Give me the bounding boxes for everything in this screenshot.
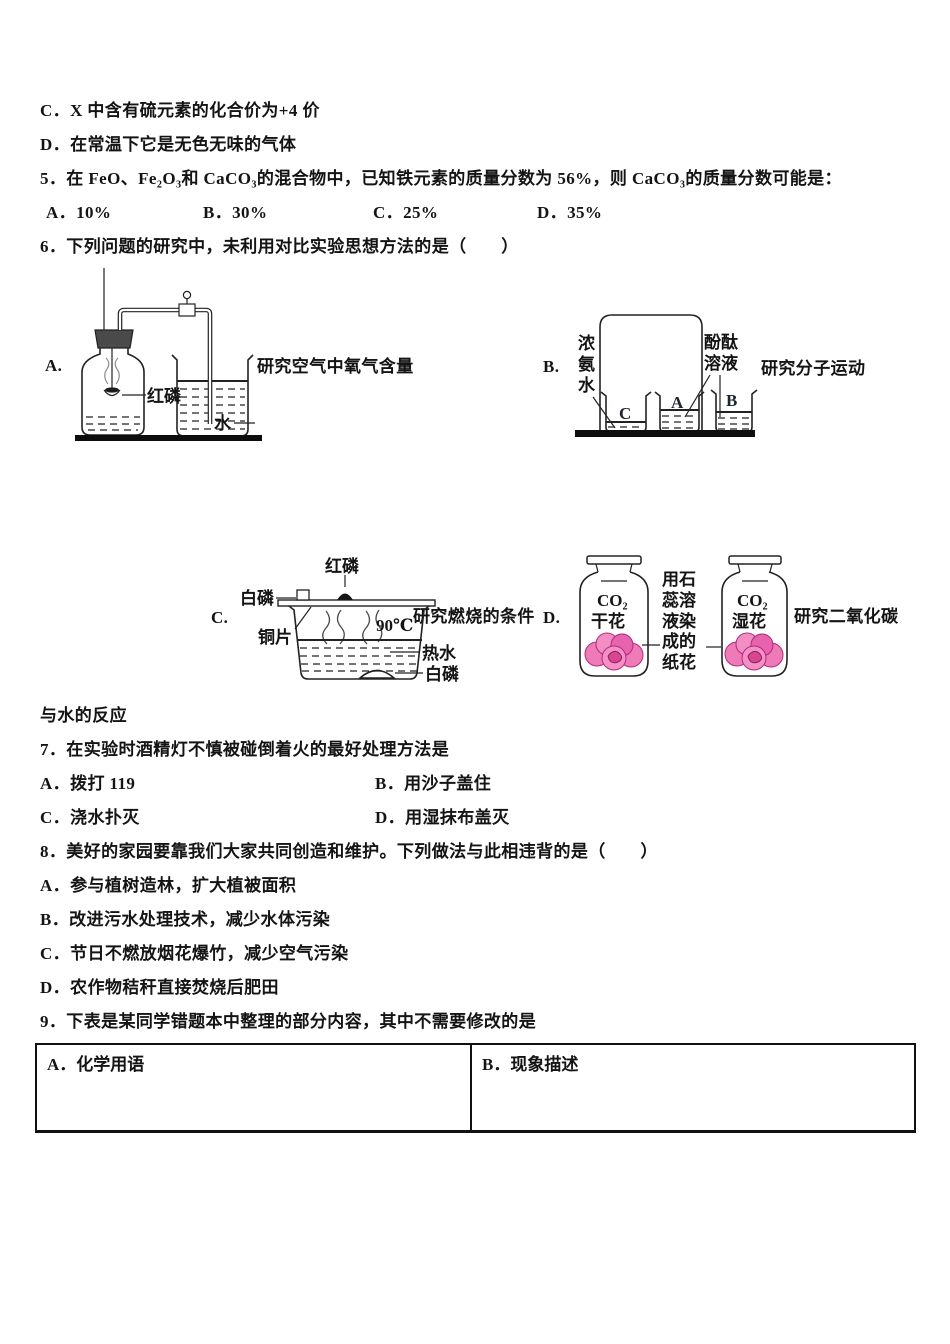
rubber-stopper bbox=[94, 329, 134, 349]
diagram-combustion-conditions: 红磷 白磷 铜片 90℃ 热水 白磷 bbox=[240, 556, 460, 684]
q5-option-b: B．30% bbox=[203, 203, 268, 222]
q9-table: A．化学用语 B．现象描述 bbox=[35, 1043, 916, 1133]
white-phosphorus-water-label: 白磷 bbox=[425, 664, 460, 684]
white-phosphorus-label: 白磷 bbox=[240, 588, 275, 608]
hot-water-label: 热水 bbox=[422, 643, 457, 663]
q6-option-c-letter: C. bbox=[211, 608, 229, 627]
red-phosphorus-label: 红磷 bbox=[147, 386, 182, 406]
gas-bottle bbox=[81, 268, 145, 436]
dry-paper-flower bbox=[584, 632, 644, 671]
dry-flower-bottle bbox=[579, 555, 649, 677]
white-phosphorus-in-water bbox=[357, 669, 397, 679]
litmus-note-label: 用石蕊溶液染成的纸花 bbox=[662, 570, 696, 673]
inverted-jar bbox=[599, 314, 703, 432]
q5-option-d: D．35% bbox=[537, 203, 603, 222]
copper-sheet-label: 铜片 bbox=[258, 627, 292, 647]
dry-flower-label: 干花 bbox=[591, 611, 625, 631]
phenolphthalein-label: 酚酞溶液 bbox=[704, 333, 738, 373]
q6-option-b-letter: B. bbox=[543, 357, 560, 376]
q7-stem: 7．在实验时酒精灯不慎被碰倒着火的最好处理方法是 bbox=[40, 740, 450, 759]
beaker-b-label: B bbox=[726, 391, 737, 410]
co2-label-dry: CO₂ bbox=[597, 591, 628, 610]
water-beaker bbox=[171, 354, 254, 437]
q6-option-c-caption: 研究燃烧的条件 bbox=[413, 607, 535, 626]
wet-flower-label: 湿花 bbox=[732, 611, 766, 631]
red-phosphorus-mound bbox=[337, 593, 353, 600]
beaker-c: C bbox=[600, 391, 652, 433]
q6-option-a-letter: A. bbox=[45, 356, 63, 375]
q7-option-d: D．用湿抹布盖灭 bbox=[375, 808, 510, 827]
ammonia-label: 浓氨水 bbox=[578, 334, 595, 395]
q7-option-a: A．拨打 119 bbox=[40, 774, 136, 793]
temperature-label: 90℃ bbox=[376, 616, 413, 635]
q6-option-d-caption: 研究二氧化碳 bbox=[794, 607, 899, 626]
q6-option-b-caption: 研究分子运动 bbox=[761, 359, 866, 378]
q8-option-a: A．参与植树造林，扩大植被面积 bbox=[40, 876, 297, 895]
co2-label-wet: CO₂ bbox=[737, 591, 768, 610]
q8-option-b: B．改进污水处理技术，减少水体污染 bbox=[40, 910, 331, 929]
valve-body bbox=[178, 303, 196, 317]
copper-sheet bbox=[277, 599, 436, 607]
prior-option-c: C．X 中含有硫元素的化合价为+4 价 bbox=[40, 101, 320, 120]
q8-option-d: D．农作物秸秆直接焚烧后肥田 bbox=[40, 978, 279, 997]
q8-option-c: C．节日不燃放烟花爆竹，减少空气污染 bbox=[40, 944, 349, 963]
beaker-a-label: A bbox=[671, 393, 684, 412]
q7-option-c: C．浇水扑灭 bbox=[40, 808, 140, 827]
diagram-oxygen-content-apparatus: 红磷 水 bbox=[75, 268, 262, 441]
bottle-lid bbox=[586, 555, 642, 565]
q9-table-cell-a: A．化学用语 bbox=[37, 1045, 472, 1130]
wet-flower-bottle bbox=[721, 555, 788, 677]
diagram-co2-flowers: CO₂ 干花 CO₂ 湿花 bbox=[579, 555, 788, 677]
red-phosphorus-label: 红磷 bbox=[325, 556, 360, 576]
beaker-b: B bbox=[710, 389, 758, 433]
white-phosphorus-lump bbox=[296, 589, 310, 601]
wet-paper-flower bbox=[724, 632, 784, 671]
q5-option-c: C．25% bbox=[373, 203, 439, 222]
prior-option-d: D．在常温下它是无色无味的气体 bbox=[40, 135, 297, 154]
q6-option-d-caption-wrap: 与水的反应 bbox=[40, 706, 127, 725]
valve-knob bbox=[182, 290, 192, 300]
water-label: 水 bbox=[214, 413, 232, 433]
q6-option-d-letter: D. bbox=[543, 608, 561, 627]
diagram-molecular-motion: C A B bbox=[575, 314, 758, 437]
q5-option-a: A．10% bbox=[46, 203, 112, 222]
beaker-c-label: C bbox=[619, 404, 631, 423]
connecting-tube bbox=[117, 290, 213, 424]
q6-stem: 6．下列问题的研究中，未利用对比实验思想方法的是（ ） bbox=[40, 237, 519, 256]
q9-table-cell-b: B．现象描述 bbox=[482, 1055, 579, 1074]
q7-option-b: B．用沙子盖住 bbox=[375, 774, 492, 793]
hot-water-beaker bbox=[288, 605, 430, 680]
bottle-lid bbox=[728, 555, 782, 565]
bench-line bbox=[75, 435, 262, 441]
q5-stem: 5．在 FeO、Fe₂O₃和 CaCO₃的混合物中，已知铁元素的质量分数为 56… bbox=[40, 169, 842, 188]
q8-stem: 8．美好的家园要靠我们大家共同创造和维护。下列做法与此相违背的是（ ） bbox=[40, 842, 658, 861]
bench-line bbox=[575, 430, 755, 437]
q6-option-a-caption: 研究空气中氧气含量 bbox=[257, 357, 414, 376]
burning-red-phosphorus bbox=[105, 387, 119, 393]
q9-stem: 9．下表是某同学错题本中整理的部分内容，其中不需要修改的是 bbox=[40, 1012, 537, 1031]
